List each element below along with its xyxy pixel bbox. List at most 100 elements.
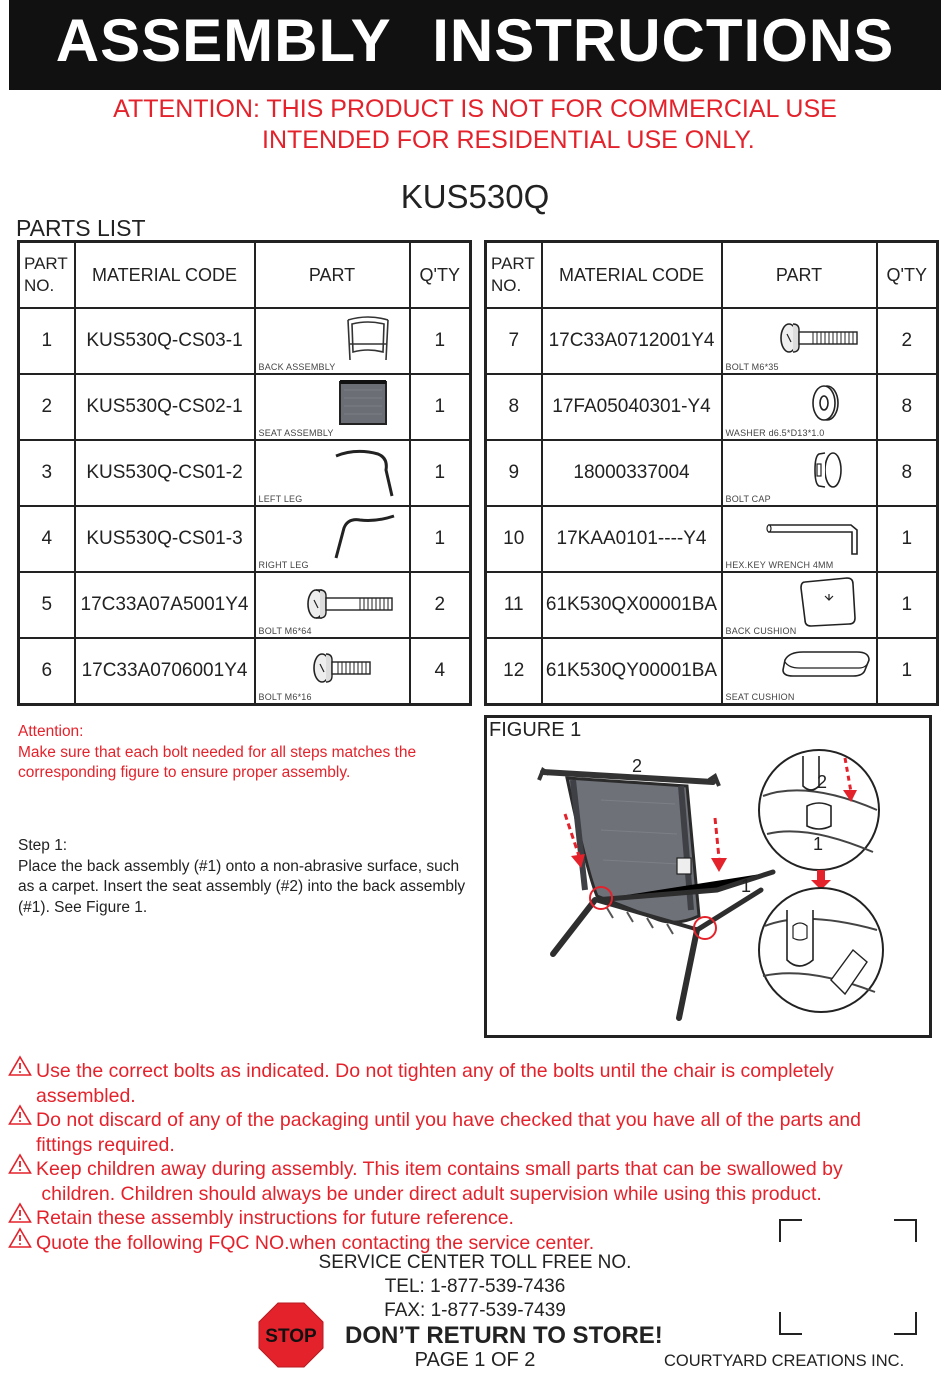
- material-code: KUS530Q-CS02-1: [73, 373, 256, 441]
- part-no: 1: [17, 307, 76, 375]
- part-cell: BOLT CAP: [720, 439, 878, 507]
- part-no: 10: [484, 505, 543, 573]
- warning-item: Use the correct bolts as indicated. Do n…: [8, 1055, 834, 1108]
- col-header-part: PART: [720, 240, 878, 309]
- table-row: 12 61K530QY00001BA SEAT CUSHION 1: [484, 637, 939, 706]
- seat-cushion-icon: [781, 651, 870, 677]
- commercial-use-warning-line1: ATTENTION: THIS PRODUCT IS NOT FOR COMME…: [113, 95, 837, 123]
- page-title: ASSEMBLY INSTRUCTIONS: [55, 7, 895, 74]
- detail-label-2: 2: [817, 772, 827, 792]
- parts-list-caption: PARTS LIST: [16, 215, 146, 241]
- warning-item: Keep children away during assembly. This…: [8, 1153, 843, 1206]
- part-qty: 8: [875, 439, 939, 507]
- warning-item: Quote the following FQC NO.when contacti…: [8, 1227, 594, 1256]
- col-header-material-code: MATERIAL CODE: [73, 240, 256, 309]
- table-row: 8 17FA05040301-Y4 WASHER d6.5*D13*1.0 8: [484, 373, 939, 441]
- washer-icon: [811, 385, 839, 421]
- part-cell: HEX.KEY WRENCH 4MM: [720, 505, 878, 573]
- medium-bolt-icon: [779, 323, 858, 353]
- figure-1-box: [484, 715, 932, 1038]
- company-name: COURTYARD CREATIONS INC.: [664, 1352, 905, 1370]
- part-caption: SEAT ASSEMBLY: [258, 428, 334, 438]
- material-code: KUS530Q-CS01-2: [73, 439, 256, 507]
- part-no: 3: [17, 439, 76, 507]
- figure-1-illustration: 2 1 2 1: [537, 749, 884, 1021]
- step-1: Step 1: Place the back assembly (#1) ont…: [18, 836, 478, 918]
- material-code: 18000337004: [540, 439, 723, 507]
- part-cell: BOLT M6*35: [720, 307, 878, 375]
- model-number: KUS530Q: [400, 178, 550, 215]
- page-number: PAGE 1 OF 2: [414, 1349, 536, 1371]
- part-cell: BACK CUSHION: [720, 571, 878, 639]
- long-bolt-icon: [306, 589, 393, 619]
- back-assembly-icon: [346, 316, 389, 361]
- hex-key-icon: [765, 524, 858, 555]
- col-header-material-code: MATERIAL CODE: [540, 240, 723, 309]
- table-row: 2 KUS530Q-CS02-1 SEAT ASSEMBLY 1: [17, 373, 472, 441]
- part-qty: 1: [408, 439, 472, 507]
- attention-note-line1: Make sure that each bolt needed for all …: [18, 743, 417, 761]
- table-row: 10 17KAA0101----Y4 HEX.KEY WRENCH 4MM 1: [484, 505, 939, 573]
- part-caption: WASHER d6.5*D13*1.0: [725, 428, 825, 438]
- service-center-title: SERVICE CENTER TOLL FREE NO.: [318, 1252, 632, 1273]
- attention-note: Attention: Make sure that each bolt need…: [18, 722, 416, 784]
- part-qty: 8: [875, 373, 939, 441]
- part-qty: 4: [408, 637, 472, 706]
- part-cell: BOLT M6*64: [253, 571, 411, 639]
- step-text: Place the back assembly (#1) onto a non-…: [18, 857, 466, 916]
- part-no: 7: [484, 307, 543, 375]
- detail-label-1: 1: [813, 834, 823, 854]
- part-cell: BACK ASSEMBLY: [253, 307, 411, 375]
- attention-note-title: Attention:: [18, 723, 84, 740]
- bolt-cap-icon: [813, 452, 842, 488]
- table-row: 11 61K530QX00001BA BACK CUSHION 1: [484, 571, 939, 639]
- part-qty: 1: [875, 571, 939, 639]
- part-no: 9: [484, 439, 543, 507]
- short-bolt-icon: [312, 653, 371, 683]
- material-code: 61K530QY00001BA: [540, 637, 723, 706]
- part-caption: BACK CUSHION: [725, 626, 797, 636]
- service-fax: FAX: 1-877-539-7439: [384, 1300, 566, 1321]
- material-code: 17C33A07A5001Y4: [73, 571, 256, 639]
- service-phone: TEL: 1-877-539-7436: [384, 1276, 566, 1297]
- part-no: 8: [484, 373, 543, 441]
- part-qty: 2: [875, 307, 939, 375]
- part-caption: SEAT CUSHION: [725, 692, 795, 702]
- part-caption: BOLT M6*64: [258, 626, 312, 636]
- attention-note-line2: corresponding figure to ensure proper as…: [18, 764, 351, 781]
- part-qty: 1: [408, 373, 472, 441]
- part-caption: BOLT M6*16: [258, 692, 312, 702]
- part-cell: SEAT CUSHION: [720, 637, 878, 706]
- col-header-qty: Q'TY: [875, 240, 939, 309]
- material-code: 17FA05040301-Y4: [540, 373, 723, 441]
- material-code: 17C33A0712001Y4: [540, 307, 723, 375]
- material-code: KUS530Q-CS03-1: [73, 307, 256, 375]
- col-header-qty: Q'TY: [408, 240, 472, 309]
- seat-assembly-icon: [338, 380, 387, 425]
- part-caption: BACK ASSEMBLY: [258, 362, 336, 372]
- table-row: 1 KUS530Q-CS03-1 BACK ASSEMBLY 1: [17, 307, 472, 375]
- dont-return-notice: DON’T RETURN TO STORE!: [345, 1322, 663, 1349]
- part-cell: SEAT ASSEMBLY: [253, 373, 411, 441]
- part-no: 5: [17, 571, 76, 639]
- step-title: Step 1:: [18, 837, 68, 854]
- table-row: 5 17C33A07A5001Y4 BOLT M6*64 2: [17, 571, 472, 639]
- part-qty: 1: [875, 637, 939, 706]
- warning-triangle-icon: [8, 1153, 36, 1182]
- table-row: 7 17C33A0712001Y4 BOLT M6*35 2: [484, 307, 939, 375]
- part-no: 11: [484, 571, 543, 639]
- part-cell: WASHER d6.5*D13*1.0: [720, 373, 878, 441]
- part-caption: RIGHT LEG: [258, 560, 309, 570]
- table-row: 3 KUS530Q-CS01-2 LEFT LEG 1: [17, 439, 472, 507]
- material-code: 61K530QX00001BA: [540, 571, 723, 639]
- col-header-part: PART: [253, 240, 411, 309]
- table-row: 9 18000337004 BOLT CAP 8: [484, 439, 939, 507]
- right-leg-icon: [334, 514, 394, 559]
- part-no: 6: [17, 637, 76, 706]
- part-qty: 1: [875, 505, 939, 573]
